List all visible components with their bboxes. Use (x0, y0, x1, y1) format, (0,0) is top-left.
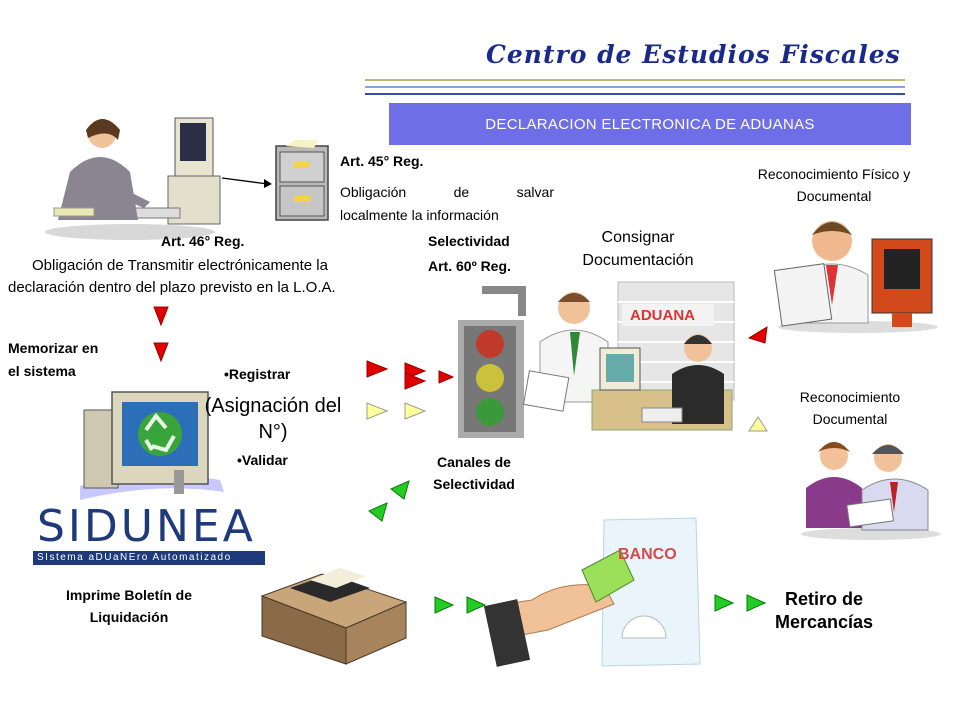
section-banner: DECLARACION ELECTRONICA DE ADUANAS (389, 103, 911, 145)
registrar-label: •Registrar (224, 366, 291, 382)
memorizar-line2: el sistema (8, 363, 76, 379)
asignacion-line2: N°) (258, 421, 288, 443)
green-arrow-right-2 (466, 596, 487, 614)
retiro-label: Retiro de Mercancías (764, 588, 884, 634)
brand-title: Centro de Estudios Fiscales (486, 40, 901, 69)
consignar-label: Consignar Documentación (558, 226, 718, 272)
green-arrow-1 (390, 480, 410, 500)
header-rule-dark (365, 93, 905, 95)
recycle-computer-illustration (80, 391, 224, 500)
red-arrow-4 (438, 370, 455, 384)
art46-title: Art. 46° Reg. (161, 233, 245, 249)
arrow-connector (221, 177, 272, 188)
green-arrow-right-4 (746, 594, 767, 612)
banco-sign: BANCO (618, 546, 677, 563)
header-rule-gold (365, 79, 905, 81)
customs-office-illustration (522, 281, 735, 431)
red-arrow-1 (366, 360, 389, 378)
header-rule-blue (365, 86, 905, 88)
traffic-light-icon (458, 286, 526, 438)
red-arrow-left (747, 326, 768, 344)
sidunea-logo-subtitle: SIstema aDUaNEro Automatizado (33, 551, 265, 565)
art45-text-line1: Obligación de salvar (340, 184, 554, 200)
clerk-at-computer-illustration (45, 117, 221, 240)
printer-illustration (260, 568, 408, 665)
imprime-line1: Imprime Boletín de (65, 587, 193, 603)
flow-arrow-down-2 (153, 342, 169, 363)
imprime-label: Imprime Boletín de Liquidación (28, 584, 230, 628)
stressed-inspector-illustration (773, 221, 938, 333)
reconocimiento-doc-line1: Reconocimiento (799, 389, 901, 405)
yellow-arrow-2 (404, 402, 427, 420)
retiro-line2: Mercancías (774, 612, 874, 632)
asignacion-line1: (Asignación del (204, 395, 342, 417)
red-arrow-3 (404, 372, 427, 390)
canales-line2: Selectividad (433, 476, 515, 492)
green-arrow-right-3 (714, 594, 735, 612)
flow-arrow-down-1 (153, 306, 169, 327)
art45-text-line2: localmente la información (340, 207, 499, 223)
reconocimiento-fisico-line1: Reconocimiento Físico y (757, 166, 911, 182)
retiro-line1: Retiro de (784, 589, 863, 609)
asignacion-label: (Asignación del N°) (188, 393, 358, 445)
reconocimiento-doc-line2: Documental (812, 411, 888, 427)
green-arrow-2 (368, 502, 388, 522)
canales-line1: Canales de (437, 454, 511, 470)
consignar-line2: Documentación (582, 252, 694, 269)
memorizar-line1: Memorizar en (8, 340, 99, 356)
art46-text-line1: Obligación de Transmitir electrónicament… (32, 257, 328, 274)
bank-window-illustration (483, 517, 701, 667)
aduana-sign: ADUANA (630, 307, 695, 324)
reconocimiento-fisico-label: Reconocimiento Físico y Documental (728, 163, 940, 207)
art45-title: Art. 45° Reg. (340, 153, 424, 169)
selectividad-title: Selectividad (428, 233, 510, 249)
canales-label: Canales de Selectividad (410, 451, 538, 495)
validar-label: •Validar (237, 452, 288, 468)
reconocimiento-fisico-line2: Documental (796, 188, 872, 204)
selectividad-article: Art. 60º Reg. (428, 258, 511, 274)
sidunea-logo: SIDUNEA SIstema aDUaNEro Automatizado (33, 503, 265, 567)
reconocimiento-doc-label: Reconocimiento Documental (764, 386, 936, 430)
file-cabinet-illustration (275, 140, 329, 221)
sidunea-logo-title: SIDUNEA (37, 501, 256, 552)
yellow-arrow-left (748, 416, 768, 432)
document-review-illustration (801, 442, 941, 540)
green-arrow-right-1 (434, 596, 455, 614)
memorizar-label: Memorizar en el sistema (8, 337, 98, 383)
consignar-line1: Consignar (601, 229, 675, 246)
art46-text-line2: declaración dentro del plazo previsto en… (8, 279, 336, 296)
yellow-arrow-1 (366, 402, 389, 420)
imprime-line2: Liquidación (89, 609, 169, 625)
